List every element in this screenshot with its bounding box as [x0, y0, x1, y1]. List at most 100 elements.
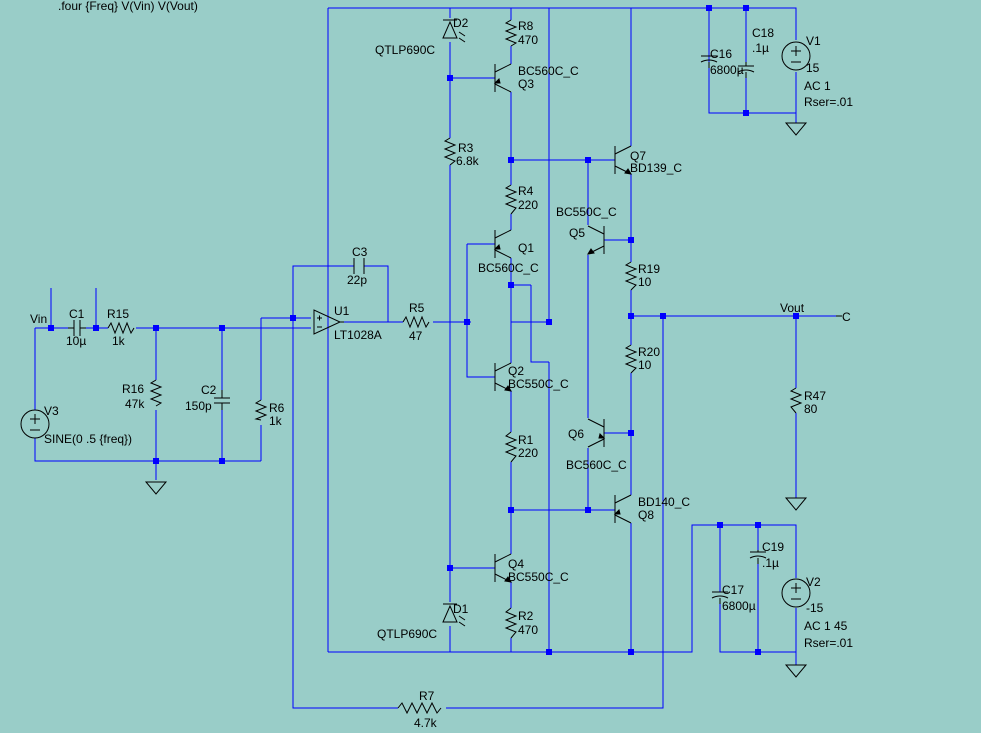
v2-ref: V2	[806, 575, 821, 589]
ground-icon	[784, 122, 808, 136]
d2-ref: D2	[453, 16, 469, 30]
d1-ref: D1	[453, 602, 469, 616]
q2-value: BC550C_C	[508, 377, 569, 391]
d2-symbol	[442, 19, 466, 43]
v1-rser: Rser=.01	[804, 95, 853, 109]
q2-ref: Q2	[508, 364, 524, 378]
d1-value: QTLP690C	[377, 627, 437, 641]
u1-ref: U1	[334, 304, 350, 318]
c16-value: 6800µ	[710, 63, 744, 77]
v1-value: 15	[806, 61, 820, 75]
q5-value: BC550C_C	[556, 205, 617, 219]
r4-symbol	[504, 184, 518, 215]
c3-symbol	[353, 258, 365, 274]
r15-value: 1k	[112, 334, 126, 348]
c18-symbol	[737, 62, 755, 78]
led-symbols	[442, 19, 466, 627]
q3-symbol	[493, 63, 512, 93]
c1-ref: C1	[69, 307, 85, 321]
q1-value: BC560C_C	[478, 261, 539, 275]
r1-symbol	[504, 431, 518, 463]
net-label-vout: Vout	[780, 301, 805, 315]
c17-value: 6800µ	[722, 599, 756, 613]
r16-value: 47k	[125, 397, 145, 411]
v2-ac: AC 1 45	[804, 619, 848, 633]
q3-ref: Q3	[518, 77, 534, 91]
v1-ref: V1	[806, 34, 821, 48]
q4-ref: Q4	[508, 557, 524, 571]
q5-ref: Q5	[569, 226, 585, 240]
r6-symbol	[254, 399, 268, 421]
wires	[34, 7, 836, 709]
r20-ref: R20	[638, 345, 660, 359]
q6-value: BC560C_C	[566, 458, 627, 472]
r5-value: 47	[409, 329, 423, 343]
c2-symbol	[214, 390, 230, 410]
voltage-source-symbols	[20, 41, 811, 608]
v2-value: -15	[806, 601, 824, 615]
q8-value: BD140_C	[638, 495, 690, 509]
q1-ref: Q1	[518, 241, 534, 255]
v1-ac: AC 1	[804, 79, 831, 93]
r47-value: 80	[804, 402, 818, 416]
v3-symbol	[20, 409, 50, 439]
r20-symbol	[624, 344, 638, 374]
c1-symbol	[68, 320, 86, 336]
q6-symbol	[587, 418, 606, 448]
c16-symbol	[700, 55, 718, 68]
v3-ref: V3	[44, 404, 59, 418]
q3-value: BC560C_C	[518, 64, 579, 78]
q6-ref: Q6	[568, 427, 584, 441]
c18-ref: C18	[752, 26, 774, 40]
v1-symbol	[781, 41, 811, 71]
c1-value: 10µ	[66, 334, 86, 348]
r4-ref: R4	[518, 184, 534, 198]
q2-symbol	[494, 362, 512, 392]
q7-value: BD139_C	[630, 161, 682, 175]
v2-symbol	[781, 578, 811, 608]
net-label-c: C	[842, 310, 851, 324]
r8-symbol	[504, 19, 518, 47]
r7-ref: R7	[419, 689, 435, 703]
c3-ref: C3	[352, 245, 368, 259]
opamp-u1-symbol	[313, 309, 344, 335]
d1-symbol	[442, 603, 466, 627]
r2-ref: R2	[518, 609, 534, 623]
r3-symbol	[443, 137, 457, 166]
c2-value: 150p	[185, 399, 212, 413]
q7-ref: Q7	[630, 149, 646, 163]
c2-ref: C2	[201, 383, 217, 397]
r8-ref: R8	[518, 19, 534, 33]
r16-ref: R16	[122, 382, 144, 396]
r4-value: 220	[518, 198, 538, 212]
r5-ref: R5	[409, 301, 425, 315]
ground-icon	[784, 664, 808, 678]
c19-ref: C19	[762, 540, 784, 554]
r2-symbol	[504, 607, 518, 639]
r6-value: 1k	[269, 414, 283, 428]
r1-ref: R1	[518, 433, 534, 447]
c17-ref: C17	[722, 583, 744, 597]
q1-symbol	[493, 229, 512, 259]
r15-symbol	[107, 321, 135, 335]
c16-ref: C16	[710, 47, 732, 61]
v3-value: SINE(0 .5 {freq})	[44, 432, 132, 446]
r19-symbol	[624, 261, 638, 291]
r3-ref: R3	[458, 141, 474, 155]
r15-ref: R15	[107, 307, 129, 321]
r8-value: 470	[518, 33, 538, 47]
r7-value: 4.7k	[414, 716, 438, 730]
r47-symbol	[789, 387, 803, 414]
net-label-vin: Vin	[30, 312, 47, 326]
r2-value: 470	[518, 623, 538, 637]
r20-value: 10	[638, 358, 652, 372]
c19-symbol	[749, 550, 767, 564]
r6-ref: R6	[269, 401, 285, 415]
junctions	[48, 5, 799, 655]
c17-symbol	[711, 591, 729, 604]
v2-rser: Rser=.01	[804, 636, 853, 650]
transistor-symbols	[493, 63, 632, 583]
r47-ref: R47	[804, 389, 826, 403]
ground-icon	[144, 481, 168, 495]
